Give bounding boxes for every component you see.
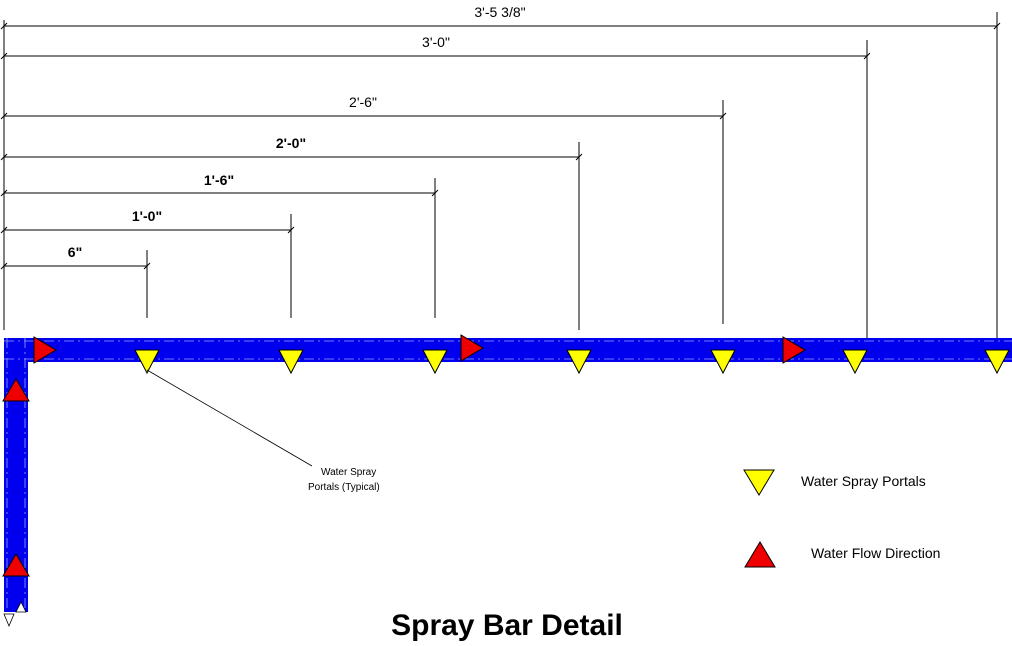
dimension-6: 6" <box>0 244 151 318</box>
dimension-2-0: 2'-0" <box>0 135 583 330</box>
dimension-label: 2'-6" <box>349 94 377 110</box>
flow-arrow-up-icon <box>2 378 30 402</box>
spray-portal-icon <box>984 349 1010 375</box>
dimensions: 3'-5 3/8" 3'-0" 2'-6" 2'-0" <box>0 4 1001 338</box>
callout-line2: Portals (Typical) <box>308 482 380 493</box>
legend-flow-direction-label: Water Flow Direction <box>811 545 940 561</box>
dimension-label: 3'-5 3/8" <box>474 4 525 20</box>
spray-portal-icon <box>422 349 448 375</box>
pipe-end-cap-left <box>3 613 15 628</box>
dimension-label: 6" <box>68 244 82 260</box>
dimension-3-5-3-8: 3'-5 3/8" <box>0 4 1001 338</box>
red-arrow-triangle-icon <box>744 541 776 568</box>
legend-spray-portals-label: Water Spray Portals <box>801 473 926 489</box>
flow-arrow-right-icon <box>782 336 806 364</box>
spray-portal-icon <box>842 349 868 375</box>
flow-arrow-right-icon <box>460 334 484 362</box>
dimension-label: 2'-0" <box>276 135 306 151</box>
pipe-end-cap-right <box>15 601 27 613</box>
dimension-label: 1'-0" <box>132 208 162 224</box>
legend: Water Spray Portals Water Flow Direction <box>743 469 940 568</box>
dimension-label: 3'-0" <box>422 34 450 50</box>
dimension-1-0: 1'-0" <box>0 208 295 318</box>
dimension-3-0: 3'-0" <box>0 34 871 338</box>
dimension-label: 1'-6" <box>204 172 234 188</box>
callout: Water Spray Portals (Typical) <box>146 369 380 493</box>
spray-portal-icon <box>134 349 160 375</box>
dimension-1-6: 1'-6" <box>0 172 439 318</box>
spray-portals <box>134 349 1010 375</box>
spray-portal-icon <box>566 349 592 375</box>
callout-line1: Water Spray <box>321 467 376 478</box>
flow-arrow-up-icon <box>2 553 30 577</box>
flow-arrows <box>2 334 806 577</box>
drawing-title: Spray Bar Detail <box>391 609 623 642</box>
callout-leader <box>146 369 313 467</box>
dimension-2-6: 2'-6" <box>0 94 727 324</box>
yellow-down-triangle-icon <box>743 469 775 496</box>
flow-arrow-right-icon <box>33 336 57 364</box>
spray-portal-icon <box>710 349 736 375</box>
spray-portal-icon <box>278 349 304 375</box>
